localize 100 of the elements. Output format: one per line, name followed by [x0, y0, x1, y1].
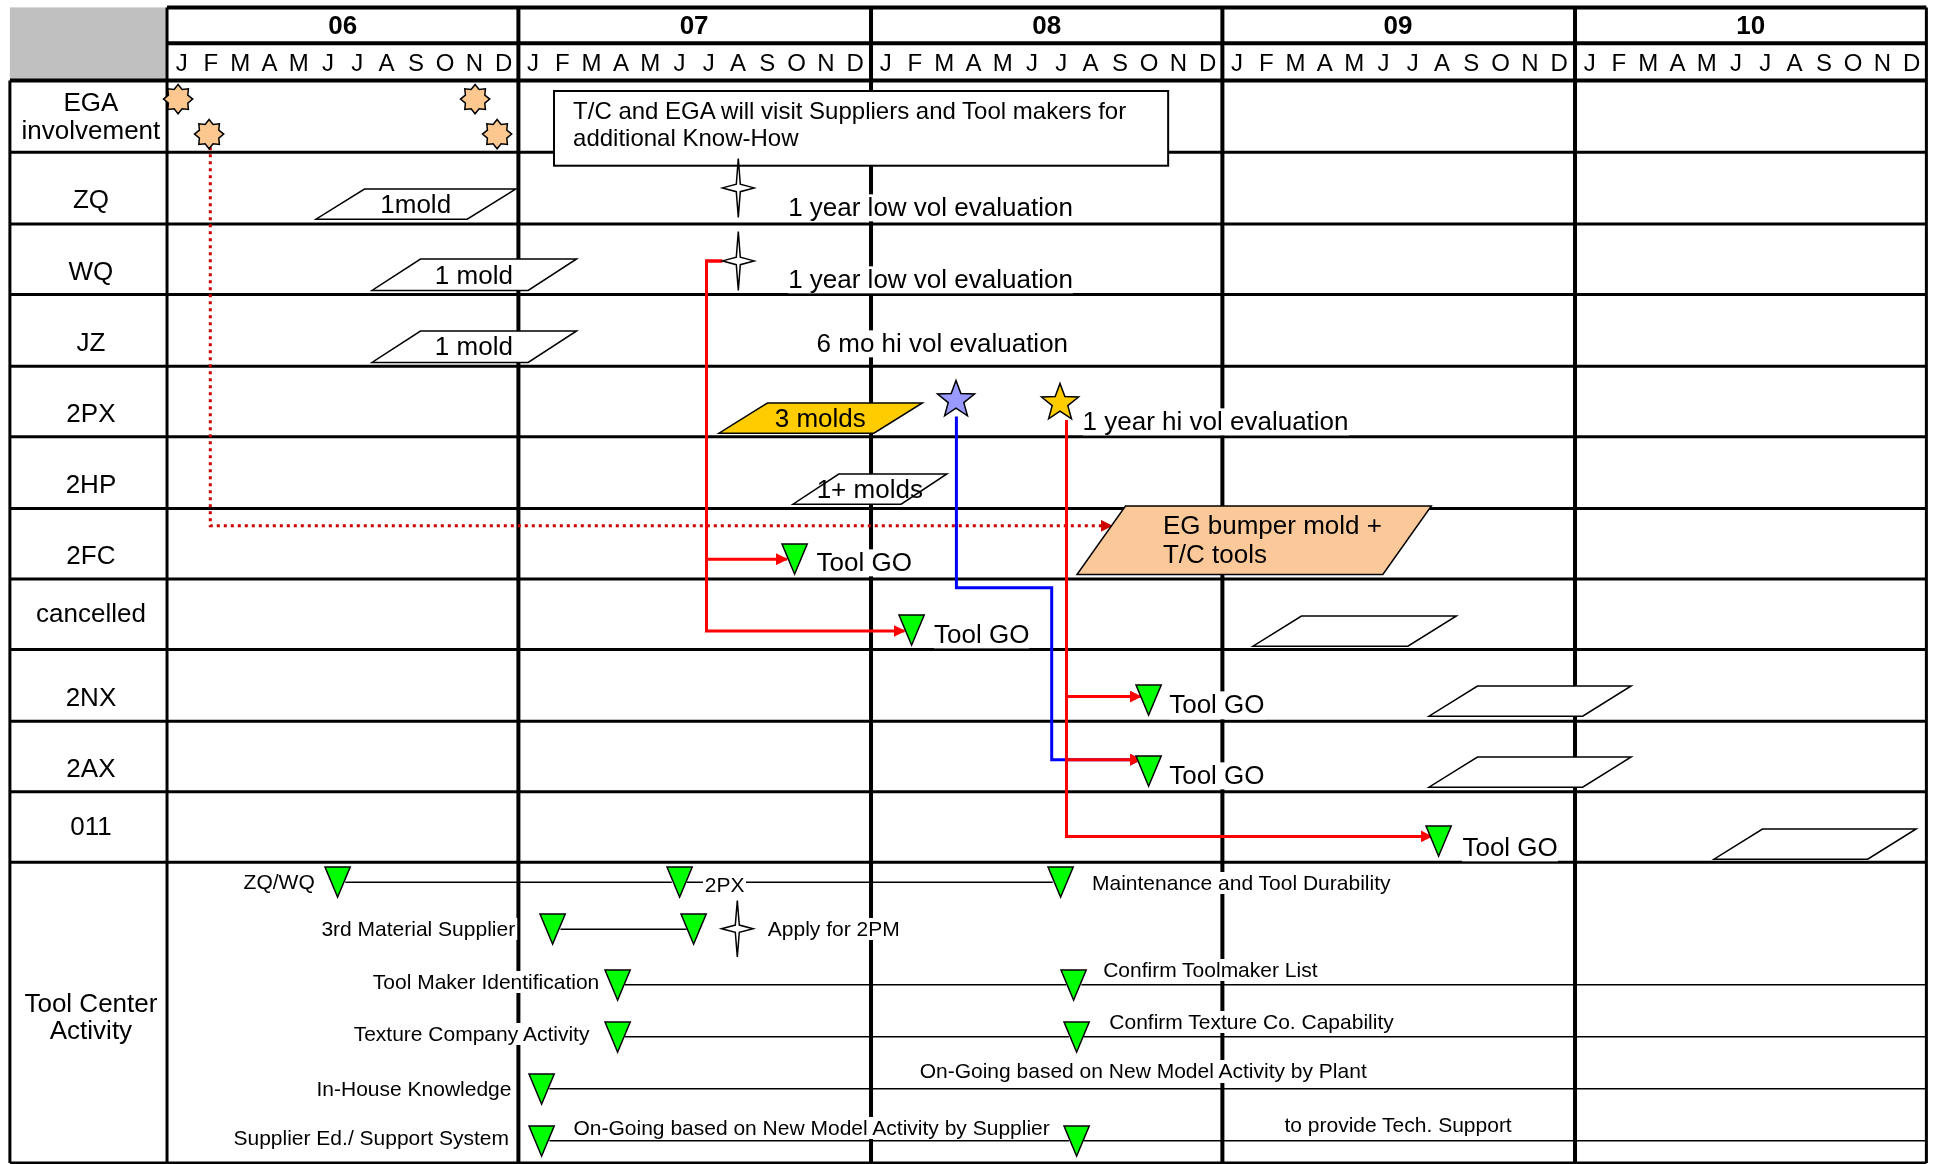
- month-heading: A: [612, 50, 629, 76]
- month-heading: J: [1759, 50, 1772, 76]
- month-heading: J: [351, 50, 364, 76]
- milestone-triangle: [780, 543, 808, 576]
- milestone-label: Maintenance and Tool Durability: [1090, 872, 1393, 895]
- milestone-triangle: [603, 968, 631, 1001]
- month-heading: A: [261, 50, 278, 76]
- month-heading: J: [1026, 50, 1039, 76]
- shape-label: 1 mold: [433, 332, 514, 361]
- month-heading: F: [1611, 50, 1627, 76]
- connector-line: [624, 984, 1068, 986]
- month-heading: M: [581, 50, 602, 76]
- note-text: T/C and EGA will visit Suppliers and Tool makers for additional Know-How: [573, 98, 1128, 152]
- milestone-label: Tool GO: [1169, 762, 1265, 790]
- shape-label: 3 molds: [773, 403, 867, 433]
- starburst-icon: [193, 117, 226, 150]
- milestone-triangle: [324, 866, 352, 899]
- shape-label: 1+ molds: [815, 474, 924, 503]
- milestone-triangle: [1060, 968, 1088, 1001]
- milestone-triangle: [528, 1072, 556, 1105]
- row-label: ZQ: [71, 186, 110, 215]
- row-label: 2PX: [65, 400, 117, 428]
- milestone-label: Tool GO: [816, 549, 912, 577]
- sparkle-icon: [721, 230, 756, 292]
- parallelogram-shape: [791, 472, 948, 505]
- month-heading: S: [759, 50, 776, 76]
- month-heading: S: [407, 50, 424, 76]
- month-heading: N: [1169, 50, 1188, 76]
- starburst-icon: [459, 82, 492, 116]
- row-label: 2FC: [65, 542, 117, 570]
- connector-line: [548, 1139, 1070, 1142]
- month-heading: O: [787, 50, 806, 76]
- month-heading: J: [1231, 50, 1244, 76]
- month-heading: M: [992, 50, 1013, 76]
- shape-label: EG bumper mold + T/C tools: [1163, 511, 1383, 569]
- milestone-label: Supplier Ed./ Support System: [231, 1127, 511, 1150]
- month-heading: N: [1521, 50, 1539, 76]
- milestone-triangle: [539, 913, 567, 946]
- month-heading: F: [1259, 50, 1274, 76]
- note-text: 6 mo hi vol evaluation: [816, 330, 1069, 358]
- month-heading: J: [1730, 50, 1743, 76]
- month-heading: N: [1873, 50, 1892, 76]
- month-heading: M: [1696, 50, 1717, 76]
- month-heading: M: [1344, 50, 1365, 76]
- starburst-icon: [481, 117, 514, 150]
- month-heading: J: [527, 50, 540, 76]
- month-heading: J: [702, 50, 715, 76]
- note-box: [553, 90, 1170, 167]
- parallelogram-shape: [1252, 614, 1458, 648]
- month-heading: J: [673, 50, 686, 76]
- month-heading: J: [1406, 50, 1419, 76]
- row-label: cancelled: [35, 600, 147, 628]
- milestone-triangle: [528, 1124, 556, 1157]
- parallelogram-shape: [370, 329, 578, 364]
- milestone-label: ZQ/WQ: [241, 871, 317, 894]
- month-heading: A: [378, 50, 395, 76]
- milestone-triangle: [1425, 825, 1453, 858]
- month-heading: N: [465, 50, 484, 76]
- month-heading: J: [1377, 50, 1390, 76]
- month-heading: F: [555, 50, 570, 76]
- parallelogram-shape: [1428, 685, 1633, 718]
- milestone-label: 3rd Material Supplier: [319, 918, 518, 941]
- sparkle-icon: [721, 157, 756, 219]
- month-heading: D: [495, 50, 513, 76]
- month-heading: O: [1491, 50, 1510, 76]
- milestone-triangle: [898, 613, 926, 646]
- month-heading: A: [1316, 50, 1333, 76]
- month-heading: A: [1082, 50, 1099, 76]
- month-heading: D: [1199, 50, 1217, 76]
- milestone-triangle: [1062, 1124, 1090, 1157]
- row-label: 2NX: [64, 684, 118, 712]
- year-heading: 10: [1736, 12, 1766, 40]
- arrow: [705, 259, 906, 637]
- row-label: JZ: [75, 329, 107, 357]
- row-label: 2HP: [64, 471, 118, 499]
- month-heading: J: [879, 50, 892, 76]
- row-label: WQ: [67, 257, 115, 286]
- year-heading: 08: [1032, 12, 1062, 40]
- month-heading: M: [640, 50, 661, 76]
- connector-line: [548, 1088, 1928, 1090]
- milestone-label: Confirm Texture Co. Capability: [1107, 1010, 1396, 1033]
- milestone-triangle: [1062, 1020, 1090, 1053]
- connector-line: [624, 1036, 1070, 1038]
- month-heading: D: [846, 50, 864, 76]
- month-heading: O: [1139, 50, 1159, 76]
- connector-line: [1083, 1139, 1928, 1142]
- parallelogram-shape: [370, 257, 578, 292]
- row-label: 011: [69, 813, 113, 841]
- month-heading: J: [322, 50, 335, 76]
- month-heading: F: [907, 50, 923, 76]
- milestone-triangle: [1134, 684, 1162, 717]
- month-heading: J: [1055, 50, 1068, 76]
- shape-label: 1 mold: [433, 260, 514, 289]
- connector-line: [1083, 1036, 1928, 1038]
- month-heading: J: [175, 50, 188, 76]
- milestone-label: Confirm Toolmaker List: [1101, 959, 1320, 981]
- parallelogram-shape: [1076, 505, 1433, 576]
- connector-line: [685, 881, 1054, 883]
- month-heading: S: [1111, 50, 1128, 76]
- milestone-label: 1 year low vol evaluation: [788, 265, 1073, 294]
